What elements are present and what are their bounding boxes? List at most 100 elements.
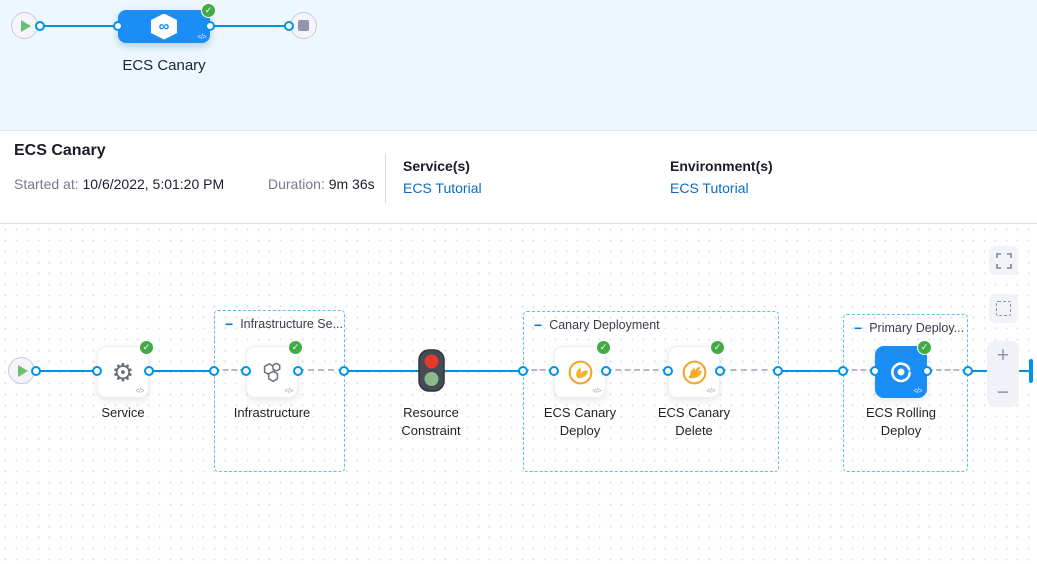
step-label: ECS Canary Delete bbox=[657, 405, 731, 438]
connector bbox=[778, 370, 843, 372]
collapse-icon[interactable]: − bbox=[854, 320, 863, 336]
connector-dashed bbox=[214, 369, 246, 371]
code-icon: </> bbox=[135, 388, 144, 395]
step-label: Infrastructure bbox=[233, 405, 311, 420]
play-icon bbox=[21, 19, 31, 32]
connector-dot bbox=[838, 366, 848, 376]
selection-button[interactable] bbox=[989, 294, 1018, 323]
step-label: Resource Constraint bbox=[401, 405, 461, 438]
services-label: Service(s) bbox=[403, 158, 470, 174]
connector bbox=[149, 370, 214, 372]
zoom-controls: + − bbox=[987, 341, 1019, 407]
group-primary-deployment[interactable]: − Primary Deploy... bbox=[843, 314, 968, 472]
step-label: ECS Rolling Deploy bbox=[865, 405, 937, 438]
connector-dot bbox=[113, 21, 123, 31]
gear-icon: ⚙ bbox=[111, 357, 135, 387]
connector-dot bbox=[773, 366, 783, 376]
connector-dot bbox=[549, 366, 559, 376]
connector-dashed bbox=[927, 369, 968, 371]
step-ecs-canary-deploy[interactable]: ✓ </> bbox=[554, 340, 611, 398]
success-badge-icon: ✓ bbox=[201, 3, 216, 18]
harness-cd-icon: ∞ bbox=[151, 13, 177, 40]
connector-dot bbox=[339, 366, 349, 376]
connector-dot bbox=[92, 366, 102, 376]
zoom-out-button[interactable]: − bbox=[996, 381, 1010, 404]
connector-dot bbox=[284, 21, 294, 31]
environments-label: Environment(s) bbox=[670, 158, 773, 174]
step-infrastructure[interactable]: ✓ </> bbox=[246, 340, 303, 398]
minimap-stage-label: ECS Canary bbox=[122, 57, 206, 74]
infrastructure-icon bbox=[263, 362, 281, 383]
connector-dot bbox=[241, 366, 251, 376]
execution-summary-bar: ECS Canary Started at: 10/6/2022, 5:01:2… bbox=[0, 131, 1037, 224]
connector-dot bbox=[601, 366, 611, 376]
connector-dot bbox=[205, 21, 215, 31]
minimap-start-node[interactable] bbox=[11, 12, 38, 39]
group-label: Canary Deployment bbox=[549, 318, 660, 332]
success-badge-icon: ✓ bbox=[139, 340, 154, 355]
pipeline-minimap: ∞ ✓ </> ECS Canary bbox=[0, 0, 1037, 131]
minimap-stage-ecs-canary[interactable]: ∞ ✓ </> bbox=[118, 3, 216, 43]
connector-dot bbox=[518, 366, 528, 376]
step-label: Service bbox=[101, 405, 145, 420]
connector-dot bbox=[35, 21, 45, 31]
success-badge-icon: ✓ bbox=[596, 340, 611, 355]
collapse-icon[interactable]: − bbox=[225, 316, 234, 332]
connector-dot bbox=[31, 366, 41, 376]
graph-start-node[interactable] bbox=[8, 357, 35, 384]
code-icon: </> bbox=[706, 388, 715, 395]
connector-dashed bbox=[720, 369, 778, 371]
started-at-label: Started at: bbox=[14, 176, 79, 192]
step-ecs-canary-delete[interactable]: ✓ </> bbox=[668, 340, 725, 398]
connector-dashed bbox=[298, 369, 344, 371]
success-badge-icon: ✓ bbox=[917, 340, 932, 355]
minimap-end-node[interactable] bbox=[290, 12, 317, 39]
connector-dot bbox=[963, 366, 973, 376]
fullscreen-button[interactable] bbox=[989, 246, 1018, 275]
canary-deploy-icon bbox=[568, 360, 592, 384]
traffic-light-icon bbox=[418, 349, 445, 392]
connector-dot bbox=[870, 366, 880, 376]
minimap-connector bbox=[40, 25, 118, 27]
step-service[interactable]: ⚙ ✓ </> bbox=[97, 340, 154, 398]
connector-dot bbox=[144, 366, 154, 376]
started-at: Started at: 10/6/2022, 5:01:20 PM bbox=[14, 176, 224, 192]
duration: Duration: 9m 36s bbox=[268, 176, 375, 192]
started-at-value: 10/6/2022, 5:01:20 PM bbox=[82, 176, 225, 192]
connector-dashed bbox=[523, 369, 554, 371]
stop-icon bbox=[298, 20, 309, 31]
execution-title: ECS Canary bbox=[14, 142, 106, 159]
code-icon: </> bbox=[197, 34, 206, 41]
canary-delete-icon bbox=[682, 360, 706, 384]
success-badge-icon: ✓ bbox=[710, 340, 725, 355]
play-icon bbox=[18, 364, 28, 377]
group-label: Primary Deploy... bbox=[869, 321, 965, 335]
connector bbox=[36, 370, 97, 372]
connector-dashed bbox=[606, 369, 668, 371]
environments-link[interactable]: ECS Tutorial bbox=[670, 180, 749, 196]
code-icon: </> bbox=[913, 388, 922, 395]
connector-dot bbox=[715, 366, 725, 376]
step-resource-constraint[interactable] bbox=[418, 349, 445, 397]
connector-dot bbox=[922, 366, 932, 376]
connector-dashed bbox=[843, 369, 875, 371]
group-canary-deployment[interactable]: − Canary Deployment bbox=[523, 311, 779, 472]
code-icon: </> bbox=[284, 388, 293, 395]
step-ecs-rolling-deploy[interactable]: ✓ </> bbox=[875, 340, 932, 398]
next-node-stub bbox=[1029, 359, 1033, 383]
duration-label: Duration: bbox=[268, 176, 325, 192]
fullscreen-icon bbox=[995, 252, 1012, 269]
connector-dot bbox=[663, 366, 673, 376]
connector-dot bbox=[209, 366, 219, 376]
group-label: Infrastructure Se... bbox=[240, 317, 344, 331]
group-infrastructure-section[interactable]: − Infrastructure Se... bbox=[214, 310, 345, 472]
code-icon: </> bbox=[592, 388, 601, 395]
step-label: ECS Canary Deploy bbox=[543, 405, 617, 438]
services-link[interactable]: ECS Tutorial bbox=[403, 180, 482, 196]
divider bbox=[385, 153, 386, 203]
collapse-icon[interactable]: − bbox=[534, 317, 543, 333]
zoom-in-button[interactable]: + bbox=[996, 344, 1010, 367]
minimap-connector bbox=[210, 25, 289, 27]
execution-graph-canvas[interactable]: − Infrastructure Se... − Canary Deployme… bbox=[0, 224, 1037, 564]
